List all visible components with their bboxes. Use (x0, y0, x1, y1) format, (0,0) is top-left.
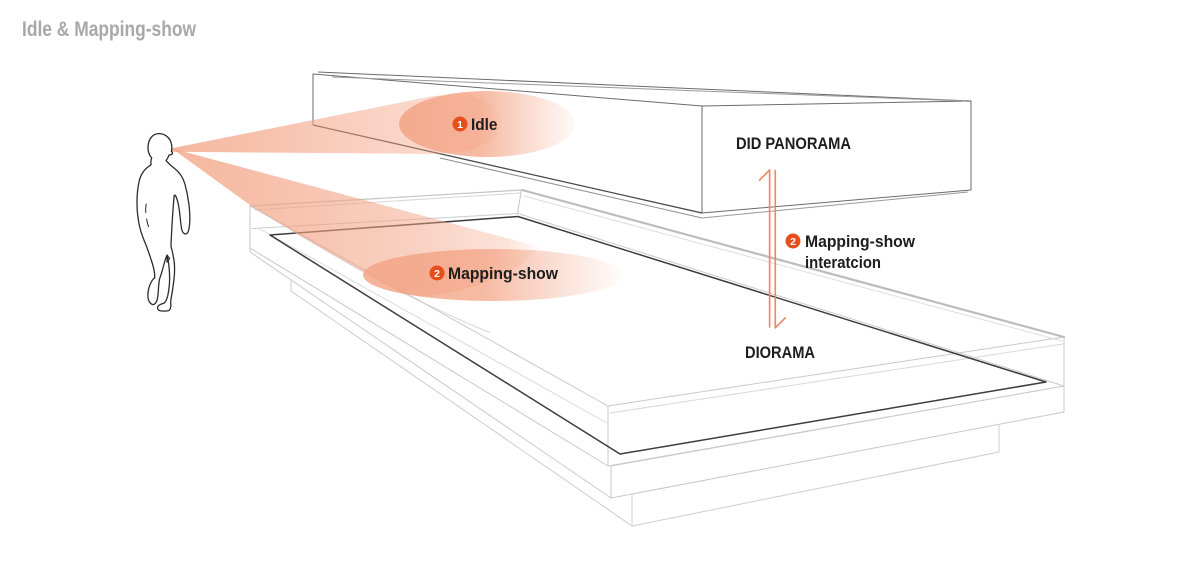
svg-text:Idle: Idle (471, 116, 498, 134)
svg-text:DIORAMA: DIORAMA (745, 344, 815, 362)
svg-text:2: 2 (790, 236, 796, 248)
svg-text:Idle & Mapping-show: Idle & Mapping-show (22, 18, 197, 41)
svg-text:DID PANORAMA: DID PANORAMA (736, 135, 851, 153)
svg-text:Mapping-show: Mapping-show (448, 265, 558, 283)
svg-text:interatcion: interatcion (805, 254, 881, 272)
svg-text:1: 1 (457, 119, 463, 131)
svg-text:2: 2 (434, 268, 440, 280)
svg-text:Mapping-show: Mapping-show (805, 233, 915, 251)
